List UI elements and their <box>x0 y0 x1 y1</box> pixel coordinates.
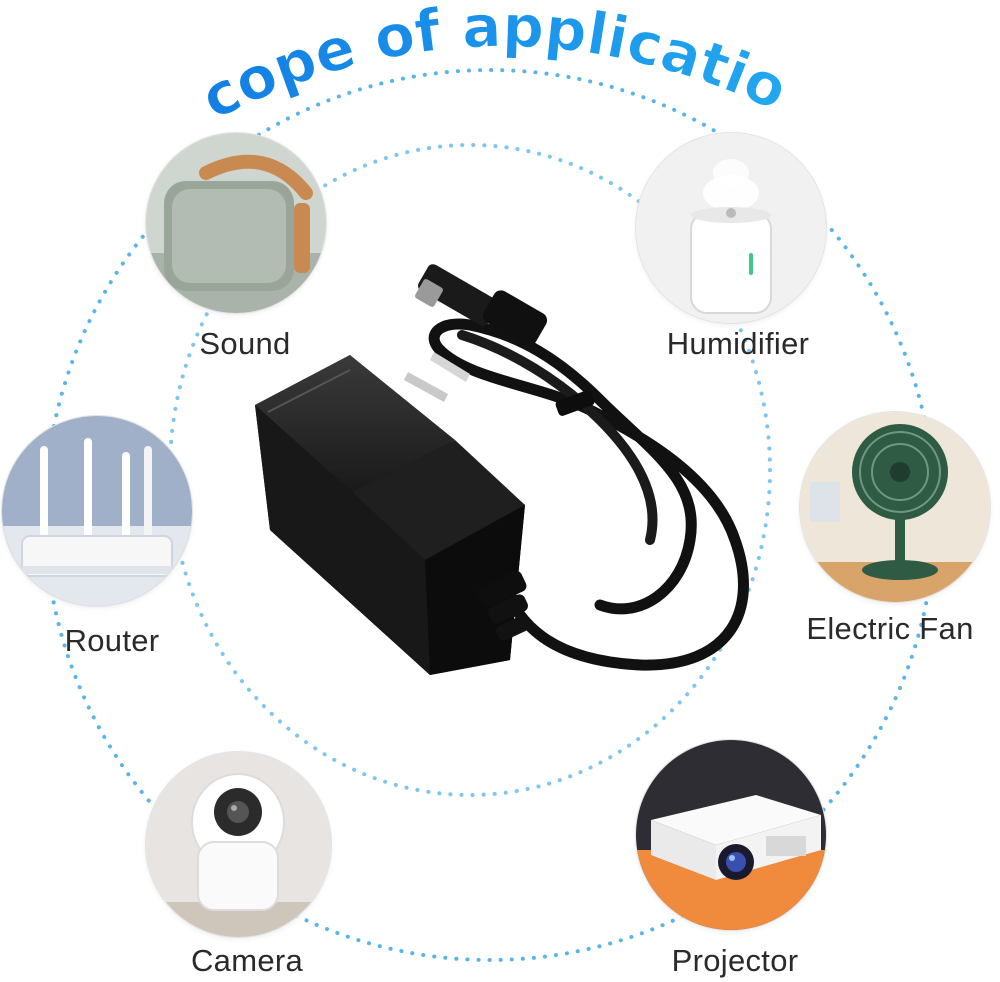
label-camera: Camera <box>190 943 304 978</box>
humidifier-icon <box>636 133 826 323</box>
router-icon <box>2 416 192 606</box>
label-humidifier: Humidifier <box>666 326 810 361</box>
fan-thumbnail <box>800 412 990 602</box>
projector-icon <box>636 740 826 930</box>
router-thumbnail <box>2 416 192 606</box>
projector-thumbnail <box>636 740 826 930</box>
speaker-icon <box>146 133 326 313</box>
label-sound: Sound <box>199 326 291 361</box>
humidifier-thumbnail <box>636 133 826 323</box>
label-projector: Projector <box>671 943 799 978</box>
inner-dotted-ring <box>168 143 772 797</box>
label-router: Router <box>64 623 160 658</box>
title-text: Scope of application <box>0 0 798 133</box>
camera-thumbnail <box>146 752 331 937</box>
sound-thumbnail <box>146 133 326 313</box>
power-adapter-illustration <box>255 264 749 675</box>
label-electric-fan: Electric Fan <box>806 611 974 646</box>
fan-icon <box>800 412 990 602</box>
camera-icon <box>146 752 331 937</box>
